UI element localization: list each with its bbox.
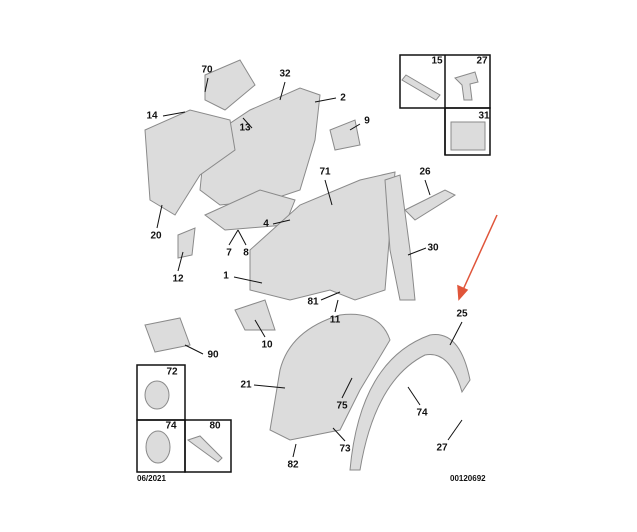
callout-81[interactable]: 81 (307, 296, 319, 308)
callout-74[interactable]: 74 (416, 407, 428, 419)
callout-82[interactable]: 82 (287, 459, 299, 471)
callout-7[interactable]: 7 (226, 247, 232, 259)
part-10-bracket (234, 299, 276, 331)
callout-14[interactable]: 14 (146, 110, 158, 122)
part-26-trim (404, 189, 457, 221)
callout-10[interactable]: 10 (261, 339, 273, 351)
red-arrow-indicator (457, 214, 498, 301)
callout-15[interactable]: 15 (431, 55, 443, 67)
part-7-8-panel (204, 189, 296, 231)
callout-72[interactable]: 72 (166, 366, 178, 378)
callout-20[interactable]: 20 (150, 230, 162, 242)
callout-74[interactable]: 74 (165, 420, 177, 432)
part-27-fastener (454, 71, 479, 101)
part-80-rivet (186, 435, 223, 463)
callout-21[interactable]: 21 (240, 379, 252, 391)
callout-27[interactable]: 27 (436, 442, 448, 454)
part-14-strut-tower (144, 109, 236, 216)
callout-8[interactable]: 8 (243, 247, 249, 259)
callout-30[interactable]: 30 (427, 242, 439, 254)
callout-25[interactable]: 25 (456, 308, 468, 320)
callout-4[interactable]: 4 (263, 218, 269, 230)
part-9-bracket (329, 119, 361, 151)
leader-lines (156, 77, 463, 458)
part-13-bracket (204, 59, 256, 111)
callout-32[interactable]: 32 (279, 68, 291, 80)
part-30-trim (384, 174, 416, 301)
callout-12[interactable]: 12 (172, 273, 184, 285)
callout-70[interactable]: 70 (201, 64, 213, 76)
callout-2[interactable]: 2 (340, 92, 346, 104)
callout-27[interactable]: 27 (476, 55, 488, 67)
callout-11[interactable]: 11 (329, 314, 341, 326)
callout-73[interactable]: 73 (339, 443, 351, 455)
part-72-nut (144, 380, 170, 410)
part-2-inner-wing (199, 87, 321, 206)
callout-13[interactable]: 13 (239, 122, 251, 134)
part-90-clip-box (144, 317, 191, 353)
part-12-bracket (177, 227, 196, 259)
part-25-arch-moulding (349, 334, 471, 471)
part-15-stud (401, 74, 441, 101)
part-1-fender (249, 171, 396, 301)
part-31-pad (450, 121, 486, 151)
callout-26[interactable]: 26 (419, 166, 431, 178)
callout-80[interactable]: 80 (209, 420, 221, 432)
part-74-clip (145, 430, 171, 464)
callout-90[interactable]: 90 (207, 349, 219, 361)
callout-31[interactable]: 31 (478, 110, 490, 122)
diagram-reference-number: 00120692 (450, 474, 486, 483)
callout-71[interactable]: 71 (319, 166, 331, 178)
callout-9[interactable]: 9 (364, 115, 370, 127)
callout-1[interactable]: 1 (223, 270, 229, 282)
diagram-date: 06/2021 (137, 474, 166, 483)
part-21-wheel-liner (269, 313, 391, 441)
callout-75[interactable]: 75 (336, 400, 348, 412)
